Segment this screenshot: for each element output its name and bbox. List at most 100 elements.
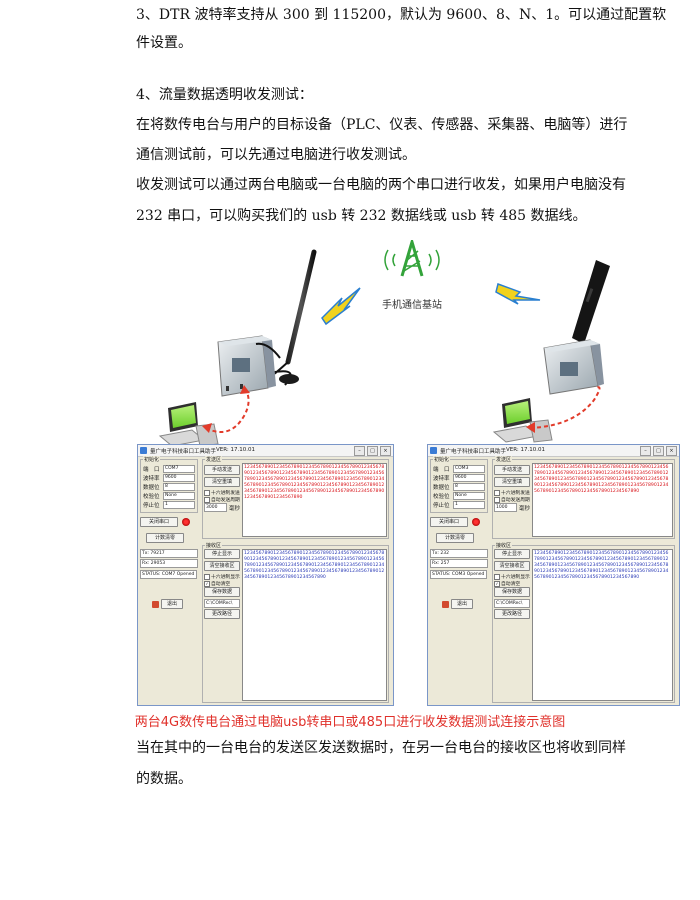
- receive-group-title: 接收区: [495, 542, 513, 549]
- save-data-button[interactable]: 保存数据: [494, 587, 530, 597]
- left-antenna-icon: [272, 249, 317, 386]
- manual-send-button[interactable]: 手动发送: [204, 465, 240, 475]
- stop-display-button[interactable]: 停止显示: [494, 549, 530, 559]
- section-heading-transparent-test: 4、流量数据透明收发测试：: [136, 87, 313, 103]
- send-group: 发送区: [492, 456, 675, 539]
- hex-display-checkbox[interactable]: [204, 573, 210, 580]
- auto-clear-checkbox[interactable]: ✓: [204, 580, 210, 587]
- parity-label: 校验位: [143, 494, 160, 500]
- window-title: 量广电子科技串口工具助手: [440, 449, 507, 455]
- parity-select[interactable]: None: [453, 492, 485, 500]
- maximize-button[interactable]: □: [367, 446, 378, 456]
- period-unit-label: 毫秒: [518, 505, 530, 512]
- receive-group: 接收区: [492, 542, 675, 703]
- left-signal-lightning-icon: [321, 287, 361, 326]
- receive-group: 接收区: [202, 542, 389, 703]
- close-port-button[interactable]: 关闭串口: [140, 517, 178, 527]
- save-path-field[interactable]: C:\COMRec\: [204, 599, 240, 608]
- maximize-button[interactable]: □: [653, 446, 664, 456]
- parity-select[interactable]: None: [163, 492, 195, 500]
- right-antenna-icon: [572, 260, 610, 344]
- left-modem-icon: [217, 335, 281, 397]
- databits-select[interactable]: 8: [163, 483, 195, 491]
- baud-select[interactable]: 9600: [453, 474, 485, 482]
- minimize-button[interactable]: –: [640, 446, 651, 456]
- auto-send-checkbox[interactable]: [204, 496, 210, 503]
- close-port-button[interactable]: 关闭串口: [430, 517, 468, 527]
- receive-textarea[interactable]: 1234567890123456789012345678901234567890…: [242, 549, 387, 701]
- send-period-input[interactable]: 1000: [494, 503, 517, 512]
- tx-count: Tx: 232: [430, 549, 488, 558]
- stopbits-select[interactable]: 1: [453, 501, 485, 509]
- hex-display-label: 十六进制显示: [501, 575, 530, 580]
- port-status-light-icon: [472, 518, 480, 526]
- change-path-button[interactable]: 更改路径: [204, 609, 240, 619]
- manual-send-button[interactable]: 手动发送: [494, 465, 530, 475]
- cell-tower-icon: [384, 240, 440, 277]
- connection-diagram: 手机通信基站: [158, 240, 610, 447]
- app-icon: [140, 447, 147, 454]
- baud-select[interactable]: 9600: [163, 474, 195, 482]
- clear-receive-button[interactable]: 清空接收区: [204, 561, 240, 571]
- paragraph-result-line1: 当在其中的一台电台的发送区发送数据时，在另一台电台的接收区也将收到同样: [136, 740, 626, 756]
- right-computer-icon: [492, 398, 553, 443]
- stopbits-select[interactable]: 1: [163, 501, 195, 509]
- count-clear-button[interactable]: 计数清零: [436, 533, 474, 543]
- tx-count: Tx: 79217: [140, 549, 198, 558]
- hex-display-label: 十六进制显示: [211, 575, 240, 580]
- port-select[interactable]: COM7: [163, 465, 195, 473]
- stopbits-label: 停止位: [433, 503, 450, 509]
- port-label: 端 口: [433, 467, 450, 473]
- save-data-button[interactable]: 保存数据: [204, 587, 240, 597]
- exit-icon: [152, 600, 159, 608]
- clear-send-button[interactable]: 清空重填: [494, 477, 530, 487]
- exit-button[interactable]: 退出: [161, 599, 183, 609]
- auto-send-label: 自动发送周期: [211, 498, 240, 503]
- tower-label: 手机通信基站: [382, 298, 442, 311]
- minimize-button[interactable]: –: [354, 446, 365, 456]
- paragraph-test-line3: 收发测试可以通过两台电脑或一台电脑的两个串口进行收发，如果用户电脑没有: [136, 177, 626, 193]
- send-textarea[interactable]: 1234567890123456789012345678901234567890…: [242, 463, 387, 537]
- change-path-button[interactable]: 更改路径: [494, 609, 530, 619]
- receive-textarea[interactable]: 1234567890123456789012345678901234567890…: [532, 549, 673, 701]
- port-select[interactable]: COM3: [453, 465, 485, 473]
- databits-select[interactable]: 8: [453, 483, 485, 491]
- clear-send-button[interactable]: 清空重填: [204, 477, 240, 487]
- paragraph-test-line1: 在将数传电台与用户的目标设备（PLC、仪表、传感器、采集器、电脑等）进行: [136, 117, 628, 133]
- auto-send-checkbox[interactable]: [494, 496, 500, 503]
- receive-group-title: 接收区: [205, 542, 223, 549]
- auto-send-label: 自动发送周期: [501, 498, 530, 503]
- baud-label: 波特率: [143, 476, 160, 482]
- databits-label: 数据位: [143, 485, 160, 491]
- right-modem-icon: [543, 339, 604, 395]
- stop-display-button[interactable]: 停止显示: [204, 549, 240, 559]
- auto-clear-checkbox[interactable]: ✓: [494, 580, 500, 587]
- init-group-title: 初始化: [143, 456, 161, 463]
- exit-button[interactable]: 退出: [451, 599, 473, 609]
- status-bar: STATUS: COM7 Opened: [140, 570, 197, 579]
- hex-display-checkbox[interactable]: [494, 573, 500, 580]
- serial-tool-window-right: 量广电子科技串口工具助手 VER: 17.10.01 – □ × 初始化 端 口…: [427, 444, 680, 706]
- save-path-field[interactable]: C:\COMRec\: [494, 599, 530, 608]
- app-icon: [430, 447, 437, 454]
- send-period-input[interactable]: 3000: [204, 503, 227, 512]
- rx-count: Rx: 29053: [140, 559, 198, 568]
- port-status-light-icon: [182, 518, 190, 526]
- paragraph-test-line2: 通信测试前，可以先通过电脑进行收发测试。: [136, 147, 416, 163]
- send-group: 发送区: [202, 456, 389, 539]
- count-clear-button[interactable]: 计数清零: [146, 533, 184, 543]
- right-cable-arrow: [529, 386, 601, 429]
- send-textarea[interactable]: 1234567890123456789012345678901234567890…: [532, 463, 673, 537]
- status-bar: STATUS: COM3 Opened: [430, 570, 487, 579]
- window-title: 量广电子科技串口工具助手: [150, 449, 217, 455]
- close-window-button[interactable]: ×: [380, 446, 391, 456]
- auto-clear-label: 自动清空: [501, 582, 521, 587]
- hex-send-checkbox[interactable]: [204, 489, 210, 496]
- close-window-button[interactable]: ×: [666, 446, 677, 456]
- version-label: VER: 17.10.01: [506, 447, 545, 453]
- parity-label: 校验位: [433, 494, 450, 500]
- clear-receive-button[interactable]: 清空接收区: [494, 561, 530, 571]
- hex-send-checkbox[interactable]: [494, 489, 500, 496]
